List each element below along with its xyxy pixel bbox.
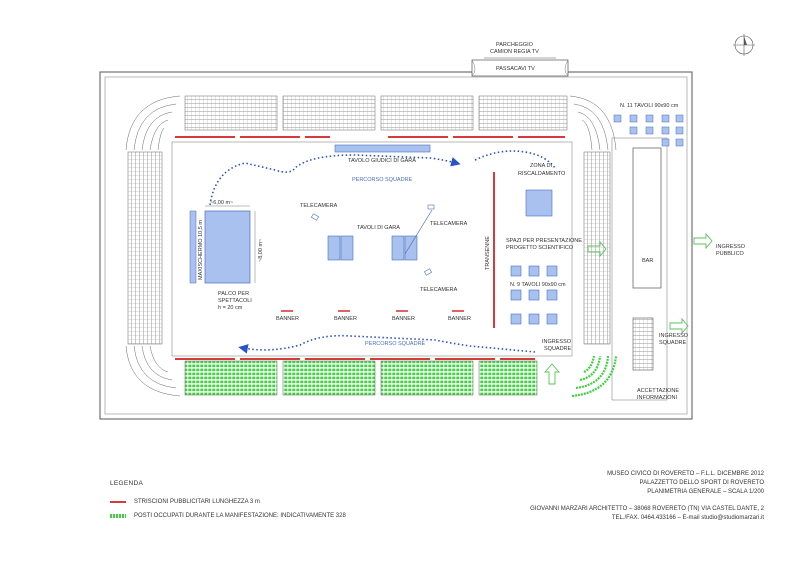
label-team-entrance-r2: SQUADRE — [659, 340, 687, 346]
competition-tables — [327, 235, 418, 261]
label-dim-800: ~8,00 m~ — [258, 239, 264, 262]
label-dim-600: ~6,00 m~ — [210, 200, 233, 206]
label-stage-2: SPETTACOLI — [218, 298, 252, 304]
stands-corners — [125, 95, 617, 397]
label-passacavi: PASSACAVI TV — [496, 66, 535, 72]
label-camera-1: TELECAMERA — [300, 203, 338, 209]
label-team-entrance-2: SQUADRE — [544, 346, 572, 352]
label-path-bottom: PERCORSO SQUADRE — [365, 341, 426, 347]
label-team-entrance-1: INGRESSO — [542, 339, 572, 345]
warmup-tables — [510, 189, 558, 325]
camera-icon — [310, 204, 435, 276]
stands-sides — [127, 151, 611, 345]
label-team-entrance-r1: INGRESSO — [659, 333, 689, 339]
label-camera-3: TELECAMERA — [420, 287, 458, 293]
label-banner-1: BANNER — [276, 316, 299, 322]
legend-red-text: STRISCIONI PUBBLICITARI LUNGHEZZA 3 m — [134, 499, 260, 505]
title-line-4: GIOVANNI MARZARI ARCHITETTO – 38068 ROVE… — [530, 506, 764, 512]
title-line-2: PALAZZETTO DELLO SPORT DI ROVERETO — [639, 480, 764, 486]
legend-row-banners: STRISCIONI PUBBLICITARI LUNGHEZZA 3 m — [110, 499, 346, 505]
legend-green-text: POSTI OCCUPATI DURANTE LA MANIFESTAZIONE… — [134, 513, 346, 519]
green-seat-swatch — [110, 514, 126, 518]
legend: LEGENDA STRISCIONI PUBBLICITARI LUNGHEZZ… — [110, 480, 346, 527]
label-barriers: TRANSENNE — [485, 236, 491, 270]
label-banner-2: BANNER — [334, 316, 357, 322]
stands-top — [184, 95, 568, 131]
legend-title: LEGENDA — [110, 480, 144, 487]
label-bar: BAR — [642, 258, 653, 264]
label-stage-1: PALCO PER — [218, 291, 249, 297]
advertising-banners — [175, 136, 565, 360]
label-tables-top-right: N. 11 TAVOLI 90x90 cm — [620, 103, 679, 109]
stands-bottom-occupied — [184, 360, 538, 396]
entrance-arrows — [544, 232, 713, 385]
title-line-1: MUSEO CIVICO DI ROVERETO – F.L.L. DICEMB… — [607, 471, 764, 477]
label-parcheggio-2: CAMION REGIA TV — [490, 49, 539, 55]
label-tables-9: N. 9 TAVOLI 90x90 cm — [510, 282, 566, 288]
label-info-2: INFORMAZIONI — [637, 395, 677, 401]
legend-row-seats: POSTI OCCUPATI DURANTE LA MANIFESTAZIONE… — [110, 513, 346, 519]
title-line-5: TEL./FAX. 0464.433166 – E-mail studio@st… — [611, 515, 764, 521]
label-spaces-1: SPAZI PER PRESENTAZIONE — [506, 238, 582, 244]
north-arrow-icon — [733, 34, 755, 56]
title-line-3: PLANIMETRIA GENERALE – SCALA 1/200 — [647, 489, 764, 495]
label-judges-table: TAVOLO GIUDICI DI GARA — [348, 158, 416, 164]
maxi-screen — [189, 210, 197, 284]
label-spaces-2: PROGETTO SCIENTIFICO — [506, 245, 574, 251]
label-path-top: PERCORSO SQUADRE — [352, 177, 413, 183]
label-maxi-screen: MAXISCHERMO 10,5 m — [198, 220, 204, 280]
title-block: MUSEO CIVICO DI ROVERETO – F.L.L. DICEMB… — [530, 470, 764, 523]
label-info-1: ACCETTAZIONE — [637, 388, 679, 394]
red-banner-swatch — [110, 501, 126, 503]
label-banner-3: BANNER — [392, 316, 415, 322]
label-warmup-1: ZONA DI — [530, 163, 552, 169]
label-public-entrance-2: PUBBLICO — [716, 251, 745, 257]
team-path — [209, 150, 556, 354]
stage — [204, 210, 251, 284]
label-parcheggio-1: PARCHEGGIO — [496, 42, 534, 48]
label-camera-2: TELECAMERA — [430, 221, 468, 227]
label-stage-3: h = 20 cm — [218, 305, 243, 311]
building-outline — [99, 57, 693, 420]
label-warmup-2: RISCALDAMENTO — [518, 171, 566, 177]
label-competition-tables: TAVOLI DI GARA — [357, 225, 400, 231]
label-public-entrance-1: INGRESSO — [716, 244, 746, 250]
judges-table — [334, 144, 431, 153]
label-banner-4: BANNER — [448, 316, 471, 322]
stands-corner-green — [571, 355, 618, 398]
tables-top-right — [613, 114, 684, 147]
